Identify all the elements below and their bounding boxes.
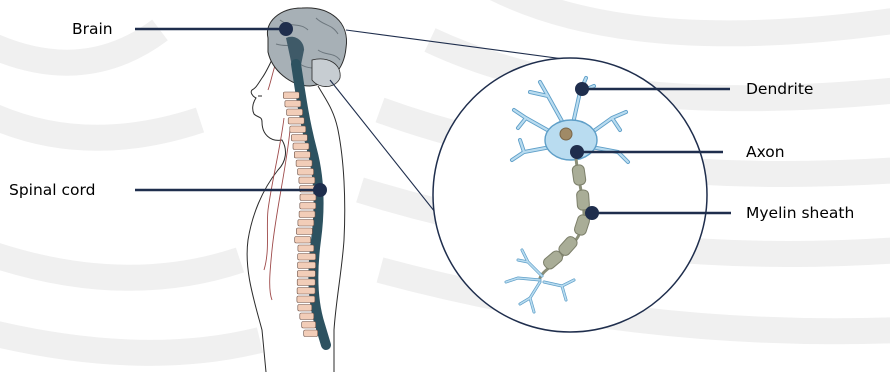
vertebra <box>287 109 303 116</box>
vertebra <box>297 296 315 303</box>
vertebra <box>298 220 314 227</box>
vertebra <box>296 228 312 235</box>
vertebra <box>298 169 314 176</box>
vertebra <box>294 152 310 159</box>
vertebra <box>293 143 309 150</box>
myelin-sheath-label: Myelin sheath <box>746 204 854 222</box>
brain-dot <box>279 22 293 36</box>
vertebra <box>298 305 312 312</box>
vertebra <box>297 271 315 278</box>
dendrite-dot <box>575 82 589 96</box>
vertebra <box>298 262 316 269</box>
vertebra <box>288 118 304 125</box>
dendrite-label: Dendrite <box>746 80 813 98</box>
vertebra <box>302 322 316 329</box>
vertebrae <box>283 92 317 337</box>
vertebra <box>299 177 315 184</box>
brain <box>267 8 346 87</box>
vertebra <box>300 203 316 210</box>
vertebra <box>298 245 314 252</box>
vertebra <box>296 160 312 167</box>
vertebra <box>300 194 316 201</box>
myelin-sheath-dot <box>585 206 599 220</box>
vertebra <box>299 211 315 218</box>
vertebra <box>300 313 314 320</box>
vertebra <box>298 254 316 261</box>
vertebra <box>304 330 318 337</box>
vertebra <box>290 126 306 133</box>
vertebra <box>297 279 315 286</box>
spinal-cord-dot <box>313 183 327 197</box>
vertebra <box>297 288 315 295</box>
vertebra <box>295 237 311 244</box>
vertebra <box>291 135 307 142</box>
spinal-cord-label: Spinal cord <box>9 181 95 199</box>
spine <box>283 64 326 345</box>
vertebra <box>283 92 299 99</box>
magnifier <box>330 30 707 332</box>
vertebra <box>285 101 301 108</box>
brain-label: Brain <box>72 20 113 38</box>
axon-dot <box>570 145 584 159</box>
axon-label: Axon <box>746 143 785 161</box>
